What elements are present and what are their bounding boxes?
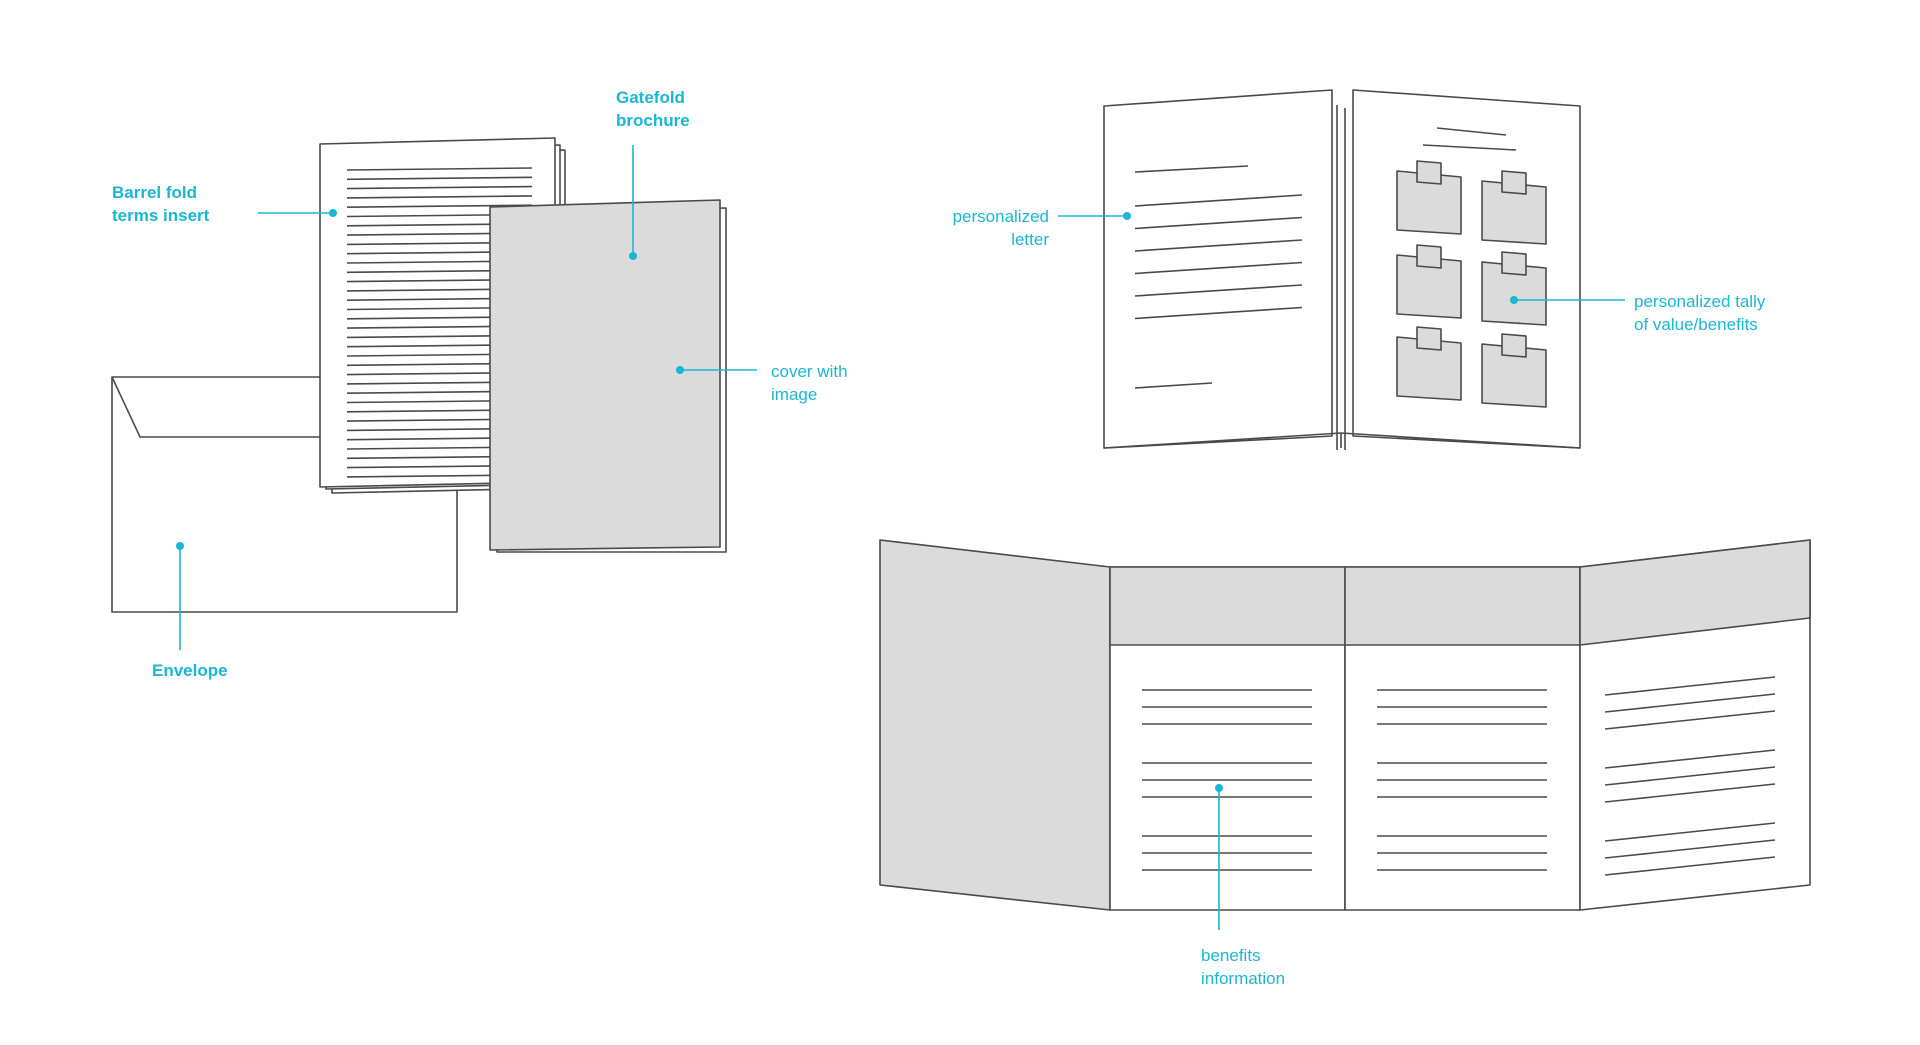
letter-text-line: [1134, 261, 1303, 275]
label-personalized-tally: personalized tally of value/benefits: [1634, 290, 1765, 336]
label-line: personalized tally: [1634, 292, 1766, 311]
gatefold-text-line: [1604, 676, 1776, 696]
brochure-cover-image: [489, 199, 721, 551]
letter-text-line: [1134, 165, 1249, 173]
tally-card-tab: [1416, 160, 1442, 185]
insert-text-line: [346, 195, 533, 199]
callout-tally: [1510, 296, 1625, 304]
label-personalized-letter: personalized letter: [953, 205, 1049, 251]
gatefold-text-line: [1604, 839, 1776, 859]
callout-barrel: [258, 209, 337, 217]
label-line: Barrel fold: [112, 183, 198, 202]
label-line: Envelope: [152, 661, 228, 680]
gatefold-panel-header-center: [1344, 566, 1581, 646]
tally-card-tab: [1416, 326, 1442, 351]
label-line: personalized: [952, 207, 1049, 226]
label-line: of value/benefits: [1634, 315, 1758, 334]
gatefold-text-line: [1604, 822, 1776, 842]
label-line: terms insert: [112, 206, 210, 225]
insert-text-line: [346, 204, 533, 208]
label-envelope: Envelope: [152, 659, 228, 682]
label-line: information: [1201, 969, 1286, 988]
gatefold-text-line: [1604, 749, 1776, 769]
label-line: Gatefold: [616, 88, 685, 107]
callout-cover: [676, 366, 757, 374]
insert-text-line: [346, 167, 533, 171]
insert-text-line: [346, 176, 533, 181]
letter-text-line: [1134, 194, 1303, 207]
label-gatefold-brochure: Gatefold brochure: [616, 86, 690, 132]
letter-text-line: [1134, 306, 1303, 320]
letter-text-line: [1134, 216, 1303, 230]
insert-text-lines: [346, 167, 533, 478]
label-line: image: [771, 385, 818, 404]
tally-card-tab: [1501, 251, 1527, 276]
gatefold-text-line: [1604, 783, 1776, 803]
letter-text-line: [1134, 284, 1303, 297]
label-benefits-information: benefits information: [1201, 944, 1285, 990]
gatefold-text-line: [1604, 710, 1776, 730]
tally-card-tab: [1501, 170, 1527, 195]
callout-envelope: [176, 542, 184, 650]
tally-heading-line: [1436, 127, 1507, 136]
label-line: letter: [1011, 230, 1049, 249]
gatefold-brochure-open: [879, 539, 1811, 911]
callout-letter: [1058, 212, 1131, 220]
letter-text-line: [1134, 239, 1303, 252]
insert-text-line: [346, 185, 533, 190]
personalized-letter-text: [1134, 165, 1303, 389]
letter-text-line: [1134, 382, 1213, 389]
gatefold-text-line: [1604, 856, 1776, 876]
label-line: benefits: [1201, 946, 1261, 965]
gatefold-text-line: [1604, 766, 1776, 786]
tally-cards: [1396, 160, 1547, 408]
label-barrel-fold-insert: Barrel fold terms insert: [112, 181, 209, 227]
label-line: brochure: [616, 111, 690, 130]
gatefold-right-flap-header: [1579, 539, 1811, 646]
tally-heading-line: [1422, 144, 1517, 151]
tally-card-tab: [1416, 244, 1442, 269]
gatefold-panel-header-left: [1109, 566, 1346, 646]
open-folder: [1103, 89, 1581, 450]
gatefold-text-line: [1604, 693, 1776, 713]
tally-heading-lines: [1422, 127, 1517, 151]
gatefold-benefits-text: [1142, 676, 1776, 876]
label-cover-with-image: cover with image: [771, 360, 848, 406]
callout-benefits: [1215, 784, 1223, 930]
gatefold-left-flap: [879, 539, 1111, 911]
gatefold-brochure-closed: [489, 199, 727, 553]
tally-card-tab: [1501, 333, 1527, 358]
label-line: cover with: [771, 362, 848, 381]
callout-gatefold: [629, 145, 637, 260]
